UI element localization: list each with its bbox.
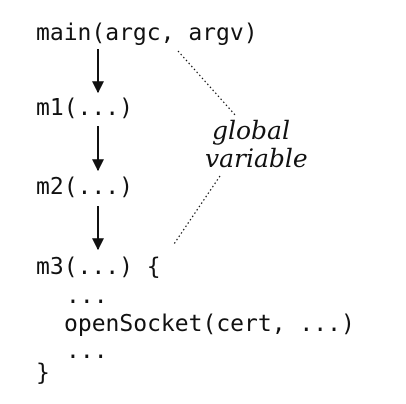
- open-socket-call-line: openSocket(cert, ...): [64, 311, 355, 337]
- dotted-link-to-m3: [173, 175, 221, 245]
- closing-brace-line: }: [36, 360, 50, 386]
- ellipsis-line-bottom: ...: [66, 338, 108, 364]
- dotted-link-to-main: [177, 50, 237, 117]
- main-call-line: main(argc, argv): [36, 20, 258, 46]
- global-variable-label-line1: global: [212, 116, 290, 145]
- ellipsis-line-top: ...: [66, 283, 108, 309]
- global-variable-label-line2: variable: [205, 144, 308, 173]
- m1-call-line: m1(...): [36, 95, 133, 121]
- m2-call-line: m2(...): [36, 174, 133, 200]
- m3-call-line: m3(...) {: [36, 254, 161, 280]
